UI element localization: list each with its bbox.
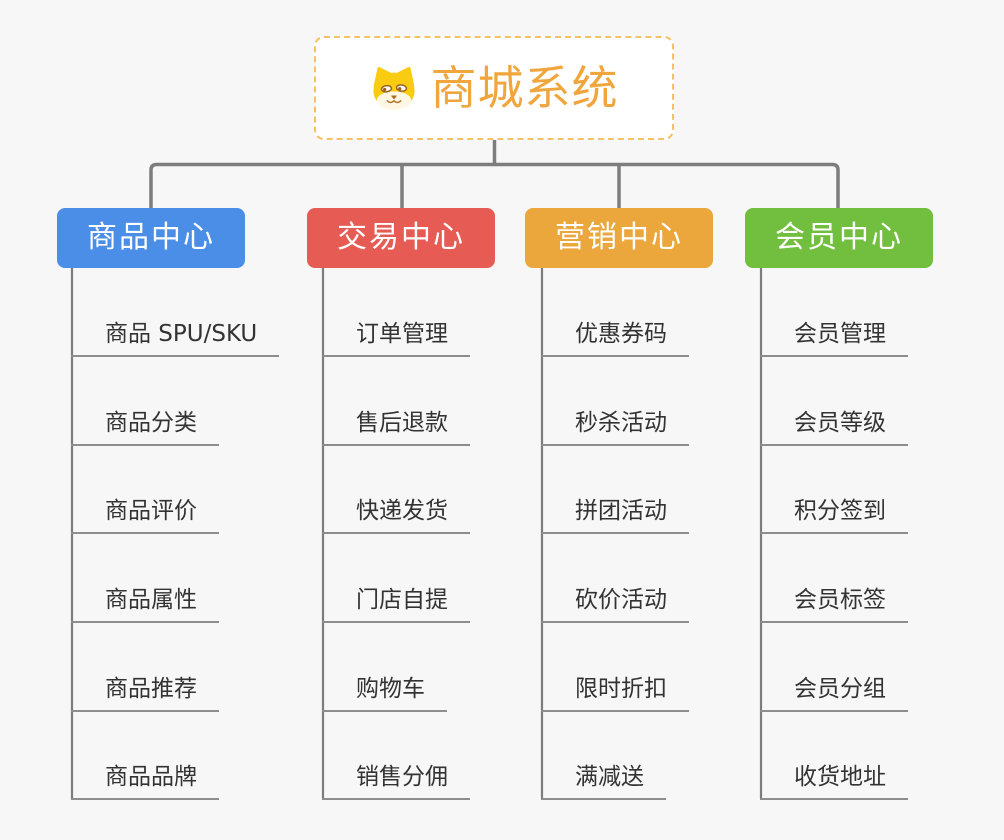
leaf-node[interactable]: 订单管理 bbox=[322, 320, 470, 357]
leaf-node[interactable]: 商品属性 bbox=[71, 586, 219, 623]
branch-label: 交易中心 bbox=[337, 220, 465, 255]
branch-label: 商品中心 bbox=[87, 220, 215, 255]
branch-label: 营销中心 bbox=[555, 220, 683, 255]
leaf-node[interactable]: 售后退款 bbox=[322, 409, 470, 446]
leaf-node[interactable]: 商品 SPU/SKU bbox=[71, 320, 280, 357]
branch-node[interactable]: 交易中心 bbox=[307, 208, 495, 268]
leaf-node[interactable]: 收货地址 bbox=[760, 763, 908, 800]
leaf-node[interactable]: 快递发货 bbox=[322, 497, 470, 534]
leaf-node[interactable]: 商品评价 bbox=[71, 497, 219, 534]
leaf-node[interactable]: 满减送 bbox=[541, 763, 666, 800]
leaf-node[interactable]: 拼团活动 bbox=[541, 497, 689, 534]
root-node-mall-system[interactable]: 商城系统 bbox=[314, 36, 674, 140]
branch-label: 会员中心 bbox=[775, 220, 903, 255]
leaf-node[interactable]: 秒杀活动 bbox=[541, 409, 689, 446]
leaf-node[interactable]: 商品品牌 bbox=[71, 763, 219, 800]
leaf-node[interactable]: 商品分类 bbox=[71, 409, 219, 446]
leaf-node[interactable]: 优惠券码 bbox=[541, 320, 689, 357]
leaf-node[interactable]: 购物车 bbox=[322, 675, 447, 712]
leaf-node[interactable]: 门店自提 bbox=[322, 586, 470, 623]
leaf-node[interactable]: 商品推荐 bbox=[71, 675, 219, 712]
connector-line bbox=[149, 162, 840, 208]
root-title: 商城系统 bbox=[430, 61, 619, 115]
branch-node[interactable]: 会员中心 bbox=[745, 208, 933, 268]
leaf-node[interactable]: 砍价活动 bbox=[541, 586, 689, 623]
leaf-node[interactable]: 限时折扣 bbox=[541, 675, 689, 712]
leaf-node[interactable]: 会员等级 bbox=[760, 409, 908, 446]
leaf-node[interactable]: 积分签到 bbox=[760, 497, 908, 534]
leaf-node[interactable]: 会员分组 bbox=[760, 675, 908, 712]
branch-node[interactable]: 商品中心 bbox=[57, 208, 245, 268]
leaf-node[interactable]: 销售分佣 bbox=[322, 763, 470, 800]
leaf-node[interactable]: 会员管理 bbox=[760, 320, 908, 357]
shiba-dog-icon bbox=[372, 67, 415, 110]
branch-node[interactable]: 营销中心 bbox=[525, 208, 713, 268]
leaf-node[interactable]: 会员标签 bbox=[760, 586, 908, 623]
